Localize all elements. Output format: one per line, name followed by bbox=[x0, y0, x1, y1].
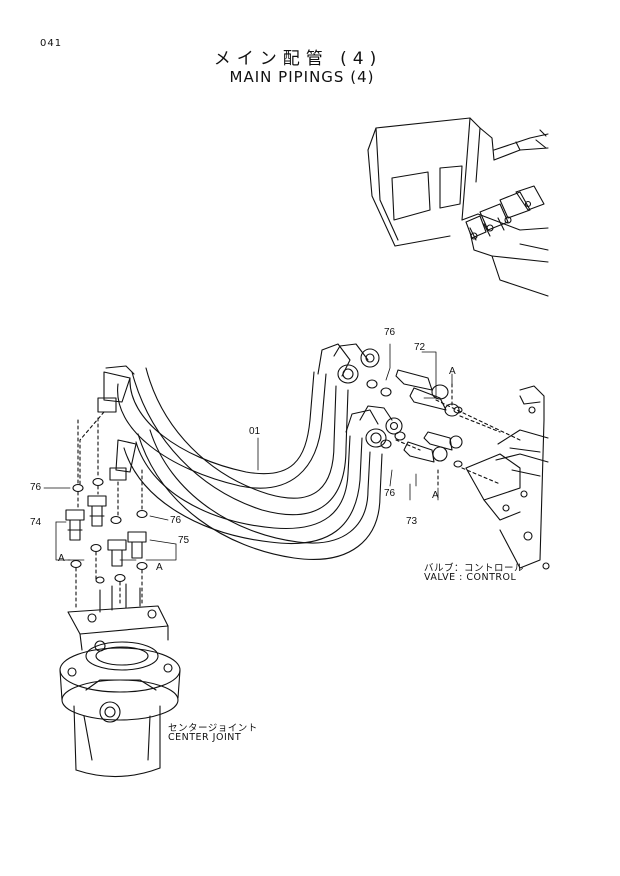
callout-A-upper: A bbox=[449, 366, 456, 377]
page-title-japanese: メイン配管 (4) bbox=[213, 49, 383, 69]
valve-control-caption-jp: バルブ：コントロール bbox=[424, 563, 525, 574]
callout-76-right: 76 bbox=[384, 488, 396, 499]
valve-control-caption-en: VALVE : CONTROL bbox=[424, 572, 517, 583]
callout-76-mid: 76 bbox=[170, 515, 182, 526]
callout-76-top: 76 bbox=[384, 327, 396, 338]
callout-75: 75 bbox=[178, 535, 190, 546]
callout-A-left: A bbox=[58, 553, 65, 564]
leader-lines bbox=[43, 343, 453, 561]
center-joint-caption-en: CENTER JOINT bbox=[168, 732, 242, 743]
excavator-overview bbox=[367, 117, 549, 297]
page-title-english: MAIN PIPINGS (4) bbox=[229, 68, 375, 86]
callout-74: 74 bbox=[30, 517, 42, 528]
main-hoses bbox=[97, 343, 403, 560]
left-fittings bbox=[65, 411, 148, 611]
callout-76-left: 76 bbox=[30, 482, 42, 493]
center-joint bbox=[59, 583, 181, 778]
callout-01: 01 bbox=[249, 426, 261, 437]
callout-A-center: A bbox=[156, 562, 163, 573]
callout-A-lower: A bbox=[432, 490, 439, 501]
callout-73: 73 bbox=[406, 516, 418, 527]
center-joint-caption-jp: センタージョイント bbox=[168, 723, 258, 734]
right-adapters bbox=[366, 369, 550, 570]
callout-72: 72 bbox=[414, 342, 426, 353]
page-number: 041 bbox=[40, 38, 63, 49]
